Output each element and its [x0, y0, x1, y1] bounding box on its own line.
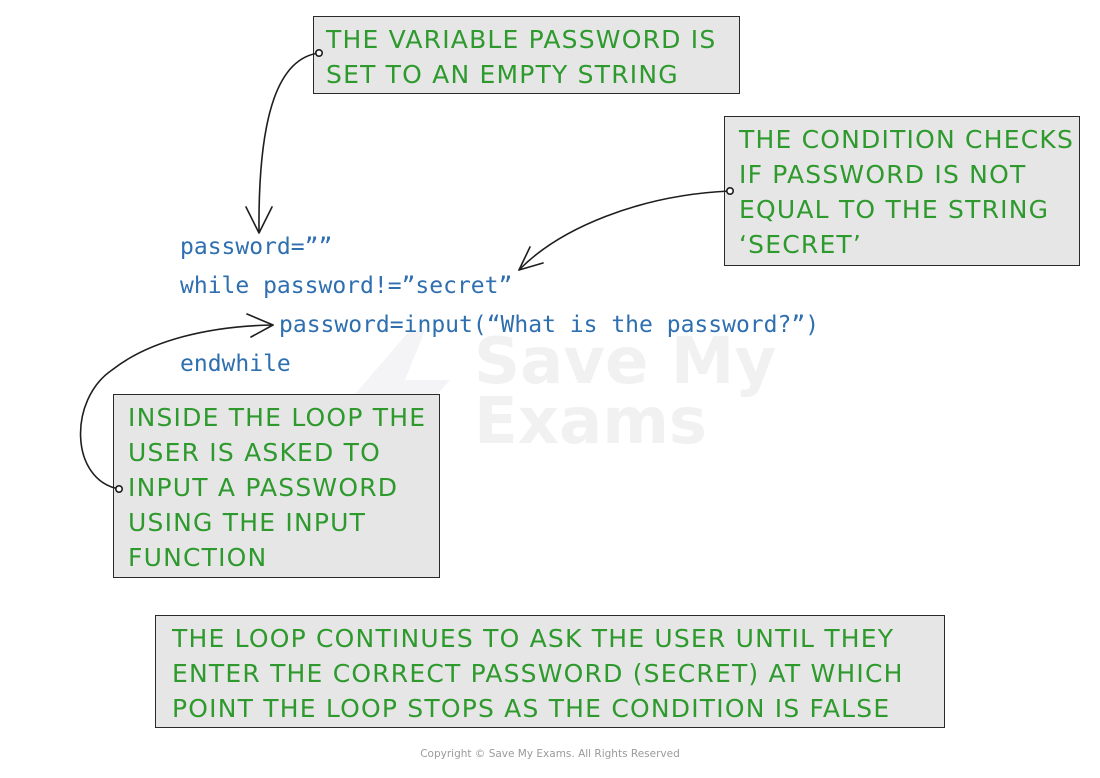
note-summary-line-1: THE LOOP CONTINUES TO ASK THE USER UNTIL… — [172, 624, 895, 653]
code-line-assign-empty: password=”” — [180, 234, 333, 260]
watermark-line-1: Save My — [474, 325, 777, 399]
note-loop-input: INSIDE THE LOOP THE USER IS ASKED TO INP… — [113, 394, 440, 578]
note-loop-line-1: INSIDE THE LOOP THE — [128, 403, 427, 432]
arrow-condition-to-code — [518, 187, 734, 271]
copyright-text: Copyright © Save My Exams. All Rights Re… — [420, 748, 680, 760]
note-condition-check: THE CONDITION CHECKS IF PASSWORD IS NOT … — [724, 116, 1080, 266]
note-condition-line-4: ‘SECRET’ — [739, 230, 863, 259]
note-condition-line-3: EQUAL TO THE STRING — [739, 195, 1050, 224]
note-variable-line-2: SET TO AN EMPTY STRING — [326, 60, 679, 89]
note-summary-line-3: POINT THE LOOP STOPS AS THE CONDITION IS… — [172, 694, 891, 723]
code-line-endwhile: endwhile — [180, 351, 291, 377]
note-condition-line-1: THE CONDITION CHECKS — [739, 125, 1075, 154]
note-loop-line-3: INPUT A PASSWORD — [128, 473, 399, 502]
note-loop-line-5: FUNCTION — [128, 543, 268, 572]
code-line-while-condition: while password!=”secret” — [180, 273, 513, 299]
note-condition-line-2: IF PASSWORD IS NOT — [739, 160, 1027, 189]
note-variable-line-1: THE VARIABLE PASSWORD IS — [326, 25, 717, 54]
note-summary: THE LOOP CONTINUES TO ASK THE USER UNTIL… — [155, 615, 945, 728]
watermark-line-2: Exams — [474, 385, 707, 459]
arrow-variable-to-code — [245, 48, 323, 234]
note-loop-line-4: USING THE INPUT — [128, 508, 367, 537]
note-variable-set: THE VARIABLE PASSWORD IS SET TO AN EMPTY… — [313, 16, 740, 94]
code-line-input: password=input(“What is the password?”) — [279, 312, 820, 338]
arrow-loop-to-code — [79, 313, 274, 493]
note-loop-line-2: USER IS ASKED TO — [128, 438, 381, 467]
note-summary-line-2: ENTER THE CORRECT PASSWORD (SECRET) AT W… — [172, 659, 904, 688]
watermark: Save My Exams — [474, 325, 777, 459]
